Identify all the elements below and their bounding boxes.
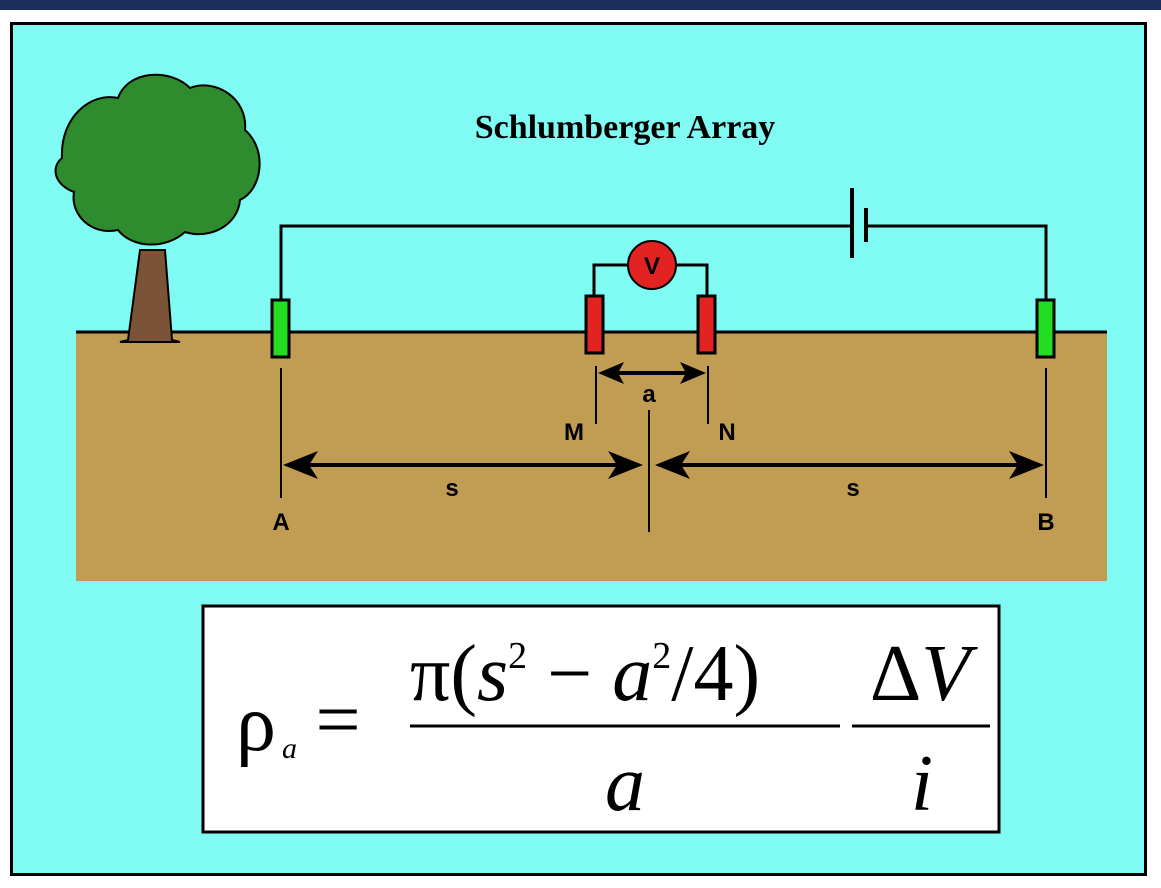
formula-rho-subscript: a <box>282 732 297 765</box>
label-electrode-m: M <box>564 419 584 446</box>
formula-a-num: a <box>612 630 652 718</box>
apparent-resistivity-formula: ρ a = π(s2 − a2/4) a ΔV i <box>236 630 990 828</box>
tree-illustration <box>54 73 261 343</box>
voltmeter-label: V <box>644 253 660 280</box>
formula-numerator: π(s2 − a2/4) <box>410 630 760 718</box>
label-electrode-a: A <box>272 509 289 536</box>
arrow-s-right <box>655 451 1044 479</box>
formula-pi: π( <box>410 630 477 718</box>
label-electrode-b: B <box>1037 509 1054 536</box>
label-s-left: s <box>445 475 458 502</box>
formula-minus: − <box>527 630 612 718</box>
electrode-n <box>696 294 717 355</box>
formula-equals: = <box>315 676 360 764</box>
current-wire-left <box>279 224 852 300</box>
formula-s: s <box>477 630 508 718</box>
formula-rho: ρ <box>236 680 276 768</box>
formula-s-exp: 2 <box>508 635 527 677</box>
arrow-a <box>598 362 706 384</box>
arrow-s-left <box>283 451 643 479</box>
tree-foliage <box>54 73 261 246</box>
current-wire-right <box>866 224 1048 300</box>
header-bar <box>0 0 1161 10</box>
electrode-b <box>1035 298 1056 359</box>
formula-delta-v: ΔV <box>870 630 978 718</box>
voltmeter-circuit: V <box>592 240 709 298</box>
voltmeter-wire-right <box>676 263 709 298</box>
label-electrode-n: N <box>718 419 735 446</box>
formula-a-exp: 2 <box>652 635 671 677</box>
electrode-a <box>270 298 291 359</box>
formula-current: i <box>911 740 933 828</box>
ground-layer <box>76 332 1107 581</box>
tree-trunk <box>119 249 181 343</box>
voltmeter-icon <box>627 240 677 290</box>
formula-denominator: a <box>605 740 645 828</box>
formula-delta: Δ <box>870 630 921 718</box>
electrode-m <box>584 294 605 355</box>
formula-box <box>201 604 1001 834</box>
formula-v: V <box>921 630 978 718</box>
current-circuit <box>279 188 1048 300</box>
voltmeter-wire-left <box>592 263 628 298</box>
diagram-title: Schlumberger Array <box>475 109 776 146</box>
formula-rest: /4) <box>671 630 760 718</box>
label-s-right: s <box>846 475 859 502</box>
label-a-spacing: a <box>642 381 656 408</box>
